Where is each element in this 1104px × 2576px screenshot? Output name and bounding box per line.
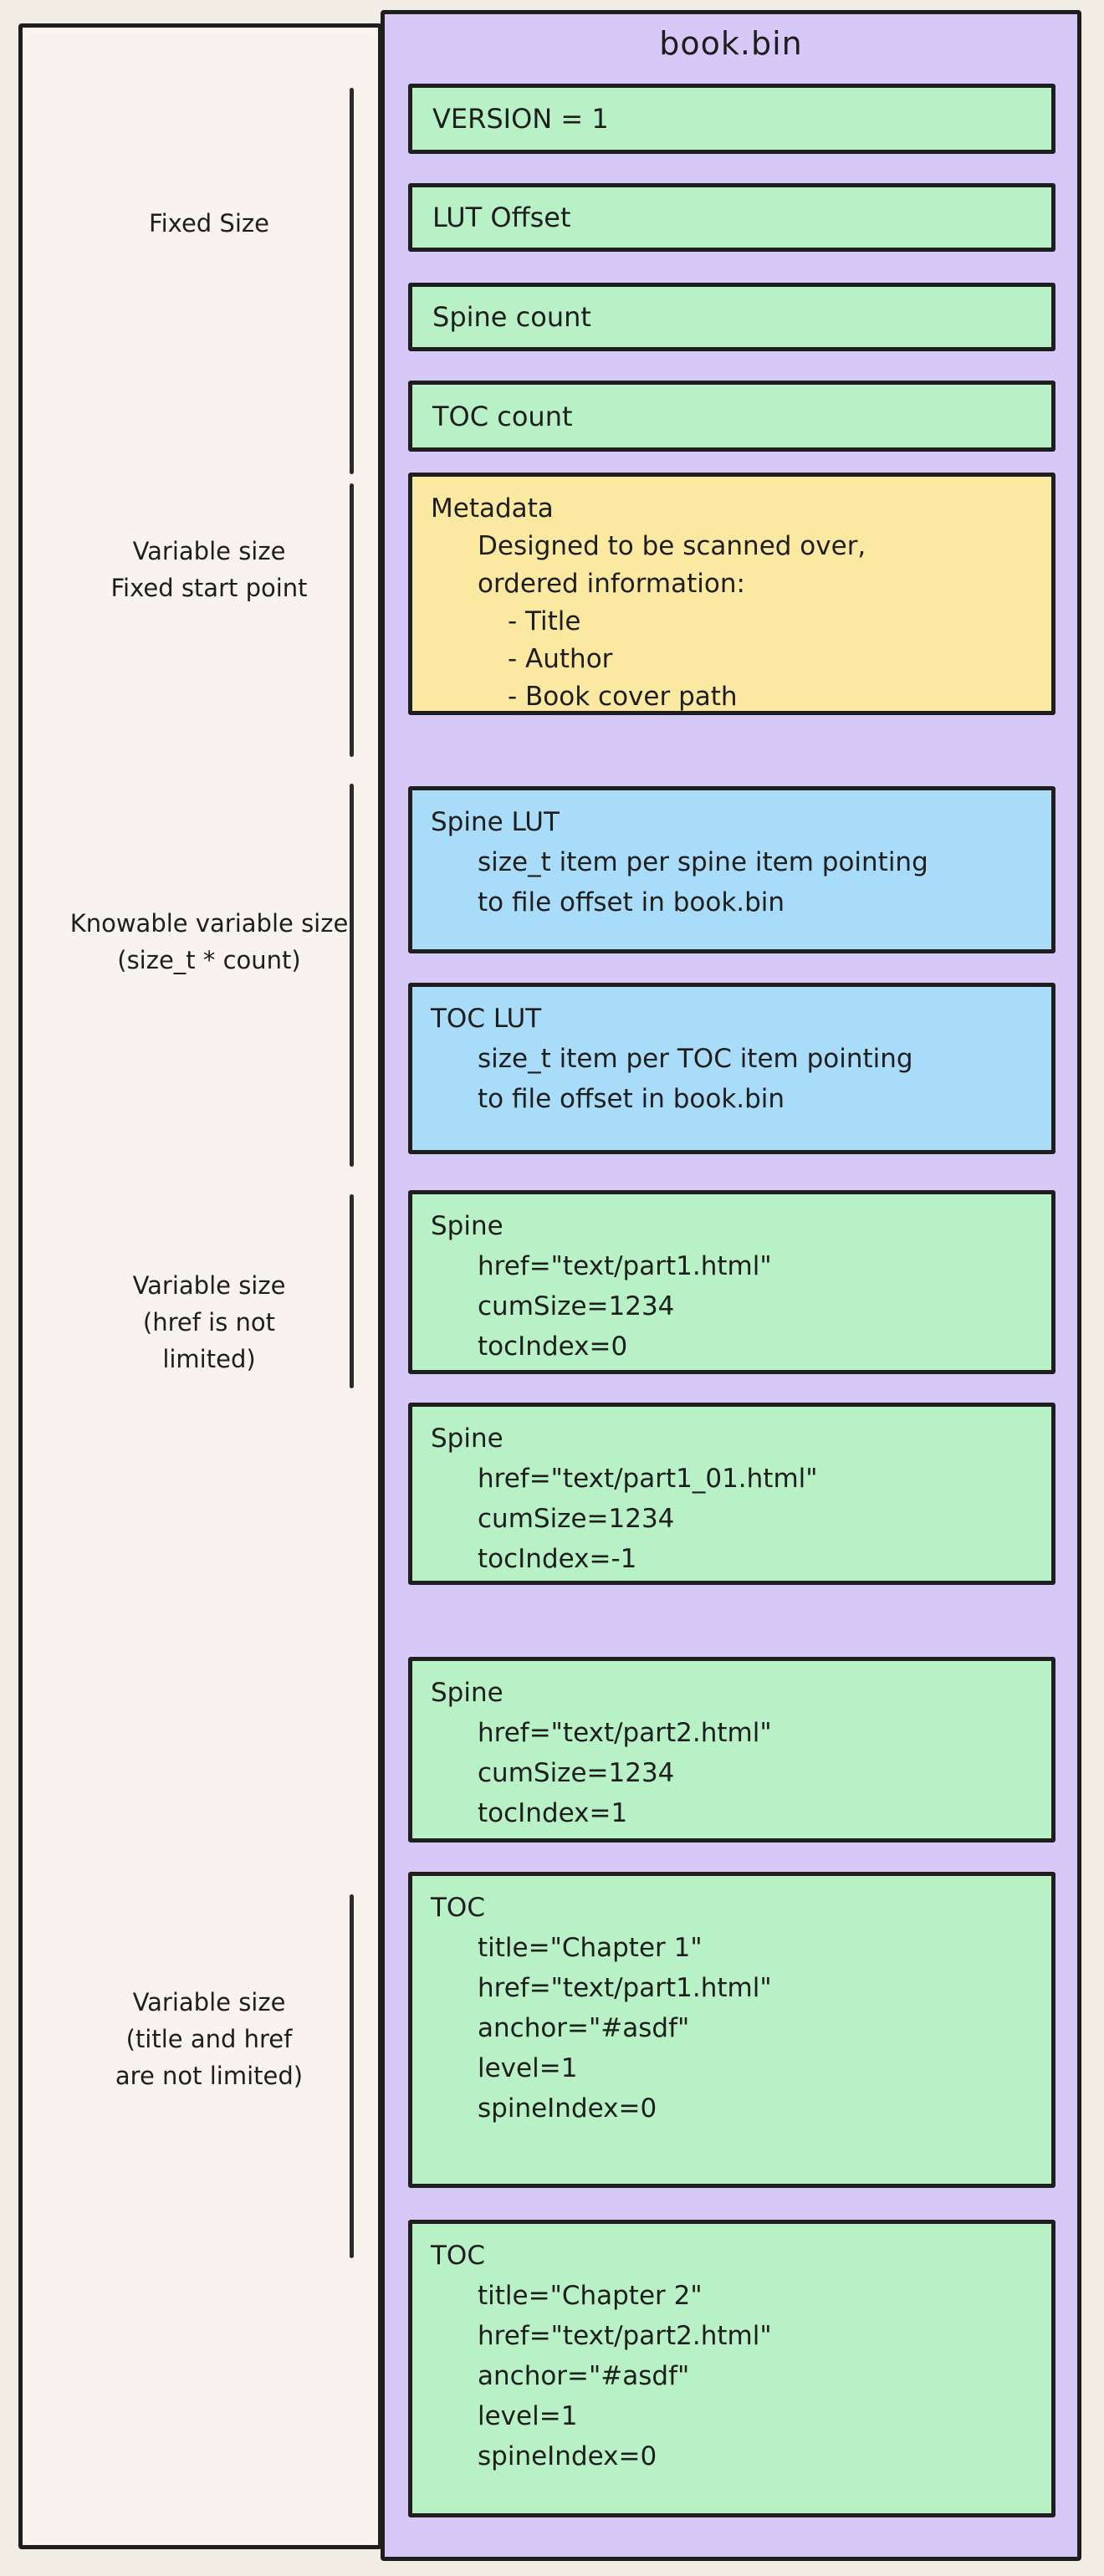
label-variable-fixed-start: Variable size Fixed start point [33, 533, 385, 606]
label-line: are not limited) [115, 2062, 304, 2090]
metadata-title: Metadata [431, 493, 554, 524]
metadata-bullet: - Book cover path [508, 682, 738, 712]
spine-entry-title: Spine [431, 1211, 503, 1241]
label-variable-href: Variable size (href is not limited) [33, 1267, 385, 1377]
block-toc-entry-1: TOC title="Chapter 1" href="text/part1.h… [408, 1872, 1055, 2188]
block-version: VERSION = 1 [408, 84, 1055, 154]
metadata-line: Designed to be scanned over, [478, 531, 866, 561]
block-metadata: Metadata Designed to be scanned over, or… [408, 473, 1055, 715]
spine-entry-attr: tocIndex=-1 [478, 1544, 637, 1574]
toc-lut-line: to file offset in book.bin [478, 1084, 785, 1114]
toc-entry-title: TOC [431, 2241, 485, 2271]
block-spine-lut: Spine LUT size_t item per spine item poi… [408, 786, 1055, 953]
block-version-label: VERSION = 1 [432, 103, 609, 135]
bracket-variable-title-href [350, 1894, 354, 2258]
toc-entry-attr: title="Chapter 2" [478, 2281, 703, 2311]
label-line: Variable size [132, 1271, 286, 1300]
toc-lut-line: size_t item per TOC item pointing [478, 1044, 913, 1074]
metadata-line: ordered information: [478, 569, 745, 599]
block-toc-count-label: TOC count [432, 400, 573, 432]
label-line: Knowable variable size [69, 909, 349, 938]
toc-entry-attr: spineIndex=0 [478, 2093, 657, 2124]
metadata-bullet: - Author [508, 644, 613, 674]
spine-entry-attr: cumSize=1234 [478, 1504, 675, 1534]
spine-entry-attr: cumSize=1234 [478, 1758, 675, 1788]
toc-entry-title: TOC [431, 1893, 485, 1923]
spine-lut-line: to file offset in book.bin [478, 887, 785, 917]
label-line: Fixed start point [110, 574, 308, 602]
toc-entry-attr: title="Chapter 1" [478, 1933, 703, 1963]
block-toc-count: TOC count [408, 381, 1055, 452]
block-spine-entry-3: Spine href="text/part2.html" cumSize=123… [408, 1657, 1055, 1843]
label-line: (title and href [125, 2025, 293, 2053]
label-fixed-size: Fixed Size [33, 205, 385, 242]
label-line: Fixed Size [149, 209, 269, 238]
spine-entry-attr: tocIndex=1 [478, 1798, 628, 1828]
block-toc-entry-2: TOC title="Chapter 2" href="text/part2.h… [408, 2220, 1055, 2517]
spine-entry-title: Spine [431, 1678, 503, 1708]
spine-lut-title: Spine LUT [431, 807, 560, 837]
label-variable-title-href: Variable size (title and href are not li… [33, 1984, 385, 2094]
spine-entry-attr: tocIndex=0 [478, 1331, 628, 1362]
metadata-bullet: - Title [508, 606, 581, 636]
block-lut-offset-label: LUT Offset [432, 202, 571, 233]
label-line: (href is not [142, 1308, 276, 1337]
toc-entry-attr: spineIndex=0 [478, 2441, 657, 2471]
bracket-knowable-variable [350, 784, 354, 1167]
spine-entry-attr: href="text/part1.html" [478, 1251, 772, 1281]
block-spine-count-label: Spine count [432, 301, 591, 333]
annotation-panel [18, 23, 382, 2549]
file-title: book.bin [659, 25, 803, 62]
toc-entry-attr: href="text/part1.html" [478, 1973, 772, 2003]
label-line: limited) [162, 1345, 256, 1373]
block-lut-offset: LUT Offset [408, 183, 1055, 252]
block-spine-entry-2: Spine href="text/part1_01.html" cumSize=… [408, 1403, 1055, 1585]
label-line: Variable size [132, 537, 286, 565]
toc-entry-attr: href="text/part2.html" [478, 2321, 772, 2351]
spine-entry-title: Spine [431, 1423, 503, 1454]
bracket-variable-href [350, 1194, 354, 1388]
spine-lut-line: size_t item per spine item pointing [478, 847, 928, 877]
spine-entry-attr: href="text/part2.html" [478, 1718, 772, 1748]
spine-entry-attr: href="text/part1_01.html" [478, 1464, 818, 1494]
label-knowable-variable: Knowable variable size (size_t * count) [33, 905, 385, 979]
bracket-fixed-size [350, 88, 354, 474]
toc-entry-attr: anchor="#asdf" [478, 2013, 690, 2043]
toc-entry-attr: anchor="#asdf" [478, 2361, 690, 2391]
block-toc-lut: TOC LUT size_t item per TOC item pointin… [408, 983, 1055, 1154]
toc-entry-attr: level=1 [478, 2401, 578, 2431]
block-spine-count: Spine count [408, 283, 1055, 351]
bracket-variable-fixed-start [350, 483, 354, 757]
toc-entry-attr: level=1 [478, 2053, 578, 2083]
block-spine-entry-1: Spine href="text/part1.html" cumSize=123… [408, 1190, 1055, 1374]
label-line: Variable size [132, 1988, 286, 2016]
spine-entry-attr: cumSize=1234 [478, 1291, 675, 1321]
label-line: (size_t * count) [117, 946, 301, 974]
toc-lut-title: TOC LUT [431, 1004, 542, 1034]
